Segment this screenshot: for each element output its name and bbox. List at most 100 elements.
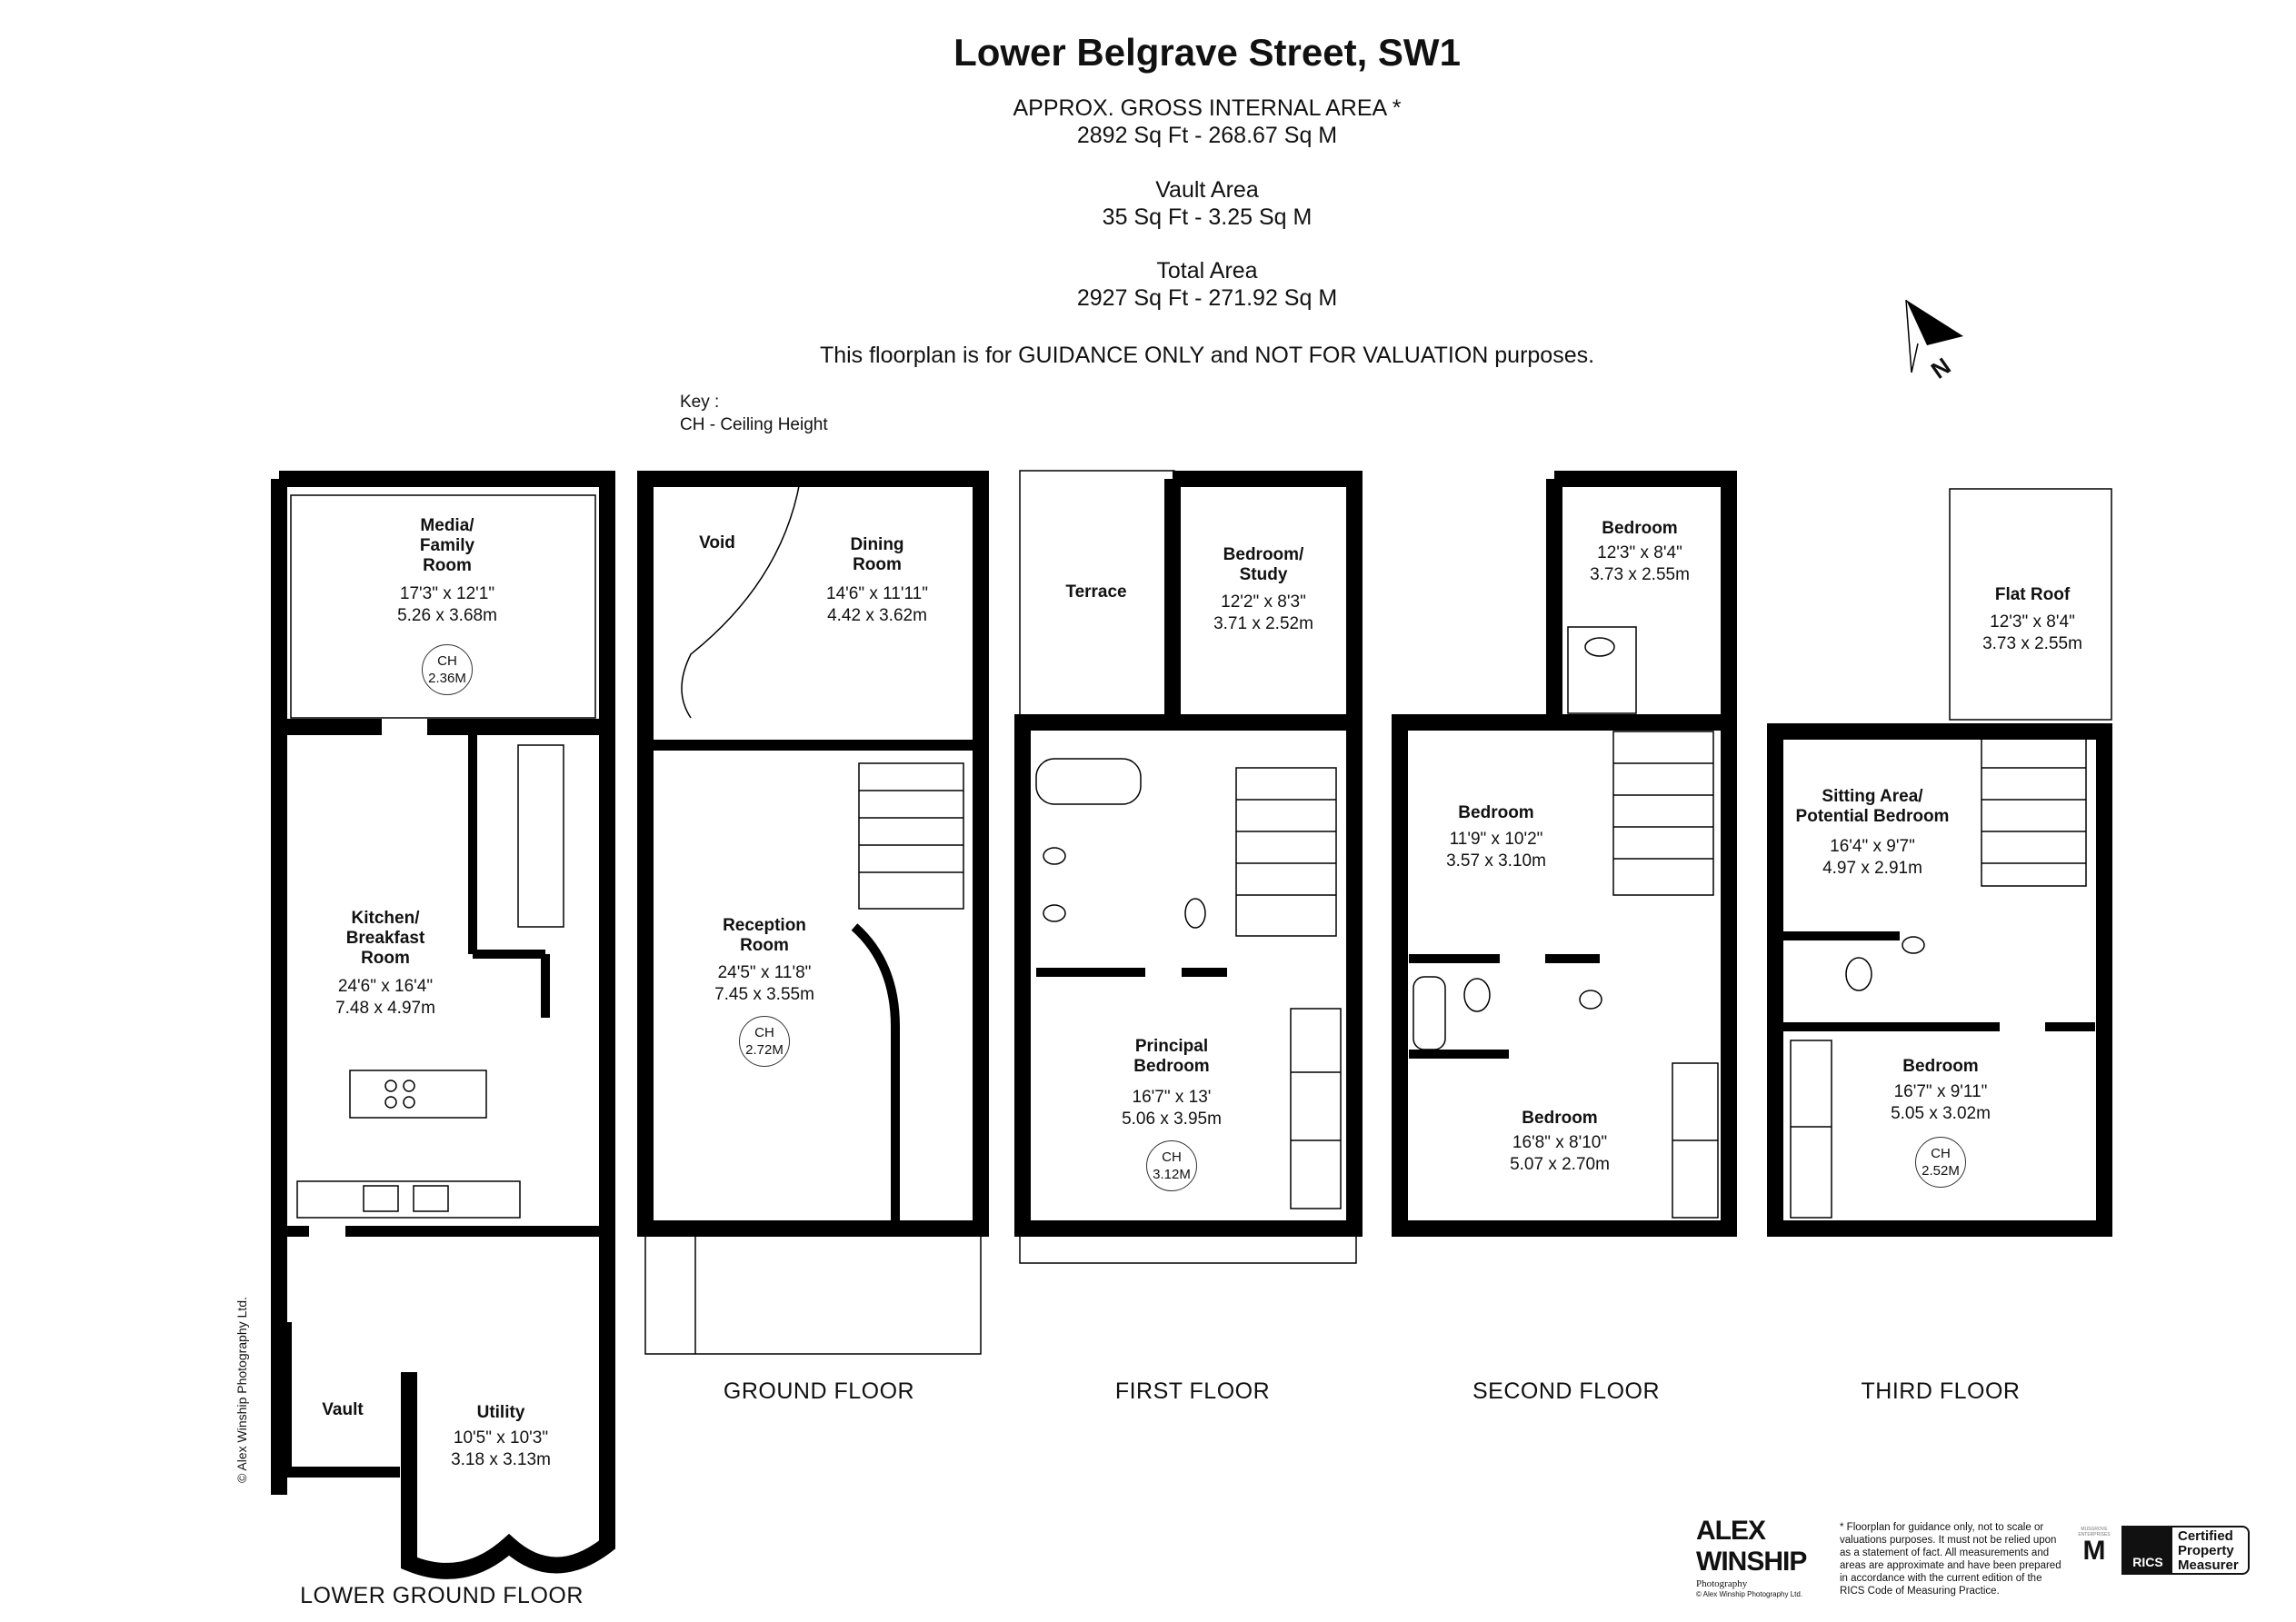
dim-imperial: 24'6" x 16'4" bbox=[337, 977, 434, 996]
key-legend: Key : CH - Ceiling Height bbox=[680, 391, 828, 436]
dim-imperial: 24'5" x 11'8" bbox=[717, 963, 812, 982]
room-name: Study bbox=[1239, 565, 1288, 584]
room-void: Void bbox=[699, 533, 735, 552]
lower-ground-walls bbox=[271, 471, 615, 1579]
room-name: Bedroom bbox=[1133, 1057, 1210, 1076]
ch-value: 3.12M bbox=[1153, 1167, 1191, 1182]
room-dims: 12'2" x 8'3" 3.71 x 2.52m bbox=[1213, 592, 1313, 635]
room-terrace: Terrace bbox=[1065, 582, 1127, 602]
guidance-note: This floorplan is for GUIDANCE ONLY and … bbox=[819, 343, 1595, 368]
alex-winship-logo: ALEX WINSHIP Photography © Alex Winship … bbox=[1696, 1516, 1807, 1599]
key-title: Key : bbox=[680, 393, 720, 412]
room-name: Principal bbox=[1134, 1037, 1209, 1056]
room-dims: 16'7" x 9'11" 5.05 x 3.02m bbox=[1891, 1081, 1991, 1125]
room-dims: 11'9" x 10'2" 3.57 x 3.10m bbox=[1446, 829, 1546, 872]
room-utility: Utility bbox=[476, 1403, 525, 1422]
third-fixtures bbox=[1790, 488, 2112, 1219]
north-arrow-icon bbox=[1905, 299, 1963, 373]
room-bedroom-third: Bedroom bbox=[1902, 1057, 1979, 1076]
dim-imperial: 16'7" x 9'11" bbox=[1893, 1082, 1988, 1101]
room-name: Sitting Area/ bbox=[1822, 787, 1923, 806]
vault-label: Vault Area bbox=[1155, 177, 1259, 203]
dim-metric: 5.07 x 2.70m bbox=[1510, 1155, 1610, 1174]
rics-text: Certified Property Measurer bbox=[2172, 1527, 2248, 1573]
ch-label: CH bbox=[1162, 1149, 1182, 1165]
rics-line: Measurer bbox=[2178, 1557, 2239, 1573]
first-fixtures bbox=[1019, 470, 1357, 1264]
room-dims: 16'7" x 13' 5.06 x 3.95m bbox=[1122, 1087, 1222, 1130]
room-dims: 24'5" x 11'8" 7.45 x 3.55m bbox=[714, 962, 814, 1006]
room-bedroom-middle: Bedroom bbox=[1458, 803, 1534, 822]
rics-logo: RICS bbox=[2123, 1527, 2172, 1573]
room-name: Dining bbox=[850, 535, 904, 554]
floor-label-second: SECOND FLOOR bbox=[1472, 1378, 1661, 1404]
room-bedroom-study: Bedroom/ Study bbox=[1223, 545, 1304, 585]
logo-sub: Photography bbox=[1696, 1578, 1748, 1589]
gia-label: APPROX. GROSS INTERNAL AREA * bbox=[1013, 95, 1402, 121]
room-kitchen: Kitchen/ Breakfast Room bbox=[346, 909, 425, 969]
room-vault: Vault bbox=[322, 1400, 364, 1419]
second-walls bbox=[1392, 471, 1737, 1237]
room-name: Room bbox=[853, 555, 902, 574]
dim-metric: 4.97 x 2.91m bbox=[1822, 859, 1922, 878]
dim-imperial: 11'9" x 10'2" bbox=[1449, 830, 1543, 849]
ch-label: CH bbox=[754, 1025, 774, 1040]
dim-metric: 3.18 x 3.13m bbox=[451, 1450, 551, 1469]
dim-imperial: 10'5" x 10'3" bbox=[453, 1428, 549, 1448]
floor-label-lower-ground: LOWER GROUND FLOOR bbox=[300, 1583, 584, 1608]
ch-value: 2.36M bbox=[428, 671, 466, 686]
ceiling-height-badge: CH 2.52M bbox=[1915, 1137, 1966, 1188]
dim-imperial: 14'6" x 11'11" bbox=[826, 584, 928, 603]
musgrove-logo: MUSGROVE ENTERPRISES M bbox=[2076, 1527, 2112, 1565]
room-name: Potential Bedroom bbox=[1795, 807, 1950, 826]
room-media-family: Media/ Family Room bbox=[420, 516, 474, 576]
key-item: CH - Ceiling Height bbox=[680, 415, 828, 434]
room-dims: 10'5" x 10'3" 3.18 x 3.13m bbox=[451, 1428, 551, 1471]
room-dims: 12'3" x 8'4" 3.73 x 2.55m bbox=[1590, 542, 1690, 586]
ch-label: CH bbox=[437, 653, 457, 669]
room-dims: 16'8" x 8'10" 5.07 x 2.70m bbox=[1510, 1132, 1610, 1176]
room-dims: 17'3" x 12'1" 5.26 x 3.68m bbox=[397, 583, 497, 627]
dim-metric: 7.48 x 4.97m bbox=[335, 999, 435, 1018]
gia-area: APPROX. GROSS INTERNAL AREA * 2892 Sq Ft… bbox=[1013, 95, 1402, 149]
dim-imperial: 16'4" x 9'7" bbox=[1830, 837, 1915, 856]
room-name: Reception bbox=[723, 916, 806, 935]
lower-ground-fixtures bbox=[290, 494, 596, 1219]
ceiling-height-badge: CH 2.72M bbox=[739, 1016, 790, 1067]
room-dims: 16'4" x 9'7" 4.97 x 2.91m bbox=[1822, 836, 1922, 880]
rics-line: Certified bbox=[2178, 1528, 2233, 1544]
page-title: Lower Belgrave Street, SW1 bbox=[953, 31, 1461, 74]
logo-line: WINSHIP bbox=[1696, 1547, 1807, 1577]
ch-value: 2.72M bbox=[745, 1042, 784, 1058]
ground-walls bbox=[637, 471, 989, 1237]
mm-mark: M bbox=[2082, 1536, 2106, 1566]
dim-metric: 3.71 x 2.52m bbox=[1213, 614, 1313, 633]
floor-label-third: THIRD FLOOR bbox=[1861, 1378, 2021, 1404]
copyright-vertical: © Alex Winship Photography Ltd. bbox=[235, 1297, 249, 1483]
room-name: Bedroom/ bbox=[1223, 545, 1304, 564]
dim-metric: 5.05 x 3.02m bbox=[1891, 1104, 1991, 1123]
rics-badge: RICS Certified Property Measurer bbox=[2121, 1526, 2250, 1575]
room-name: Room bbox=[423, 556, 472, 575]
dim-imperial: 16'7" x 13' bbox=[1132, 1088, 1212, 1107]
floor-label-ground: GROUND FLOOR bbox=[723, 1378, 915, 1404]
room-name: Room bbox=[361, 949, 410, 968]
room-bedroom-top: Bedroom bbox=[1602, 519, 1678, 538]
dim-metric: 5.06 x 3.95m bbox=[1122, 1110, 1222, 1129]
dim-imperial: 12'2" x 8'3" bbox=[1221, 592, 1306, 612]
room-name: Family bbox=[419, 536, 475, 555]
logo-copyright: © Alex Winship Photography Ltd. bbox=[1696, 1590, 1803, 1598]
dim-imperial: 12'3" x 8'4" bbox=[1990, 612, 2075, 632]
gia-value: 2892 Sq Ft - 268.67 Sq M bbox=[1076, 123, 1338, 148]
ceiling-height-badge: CH 3.12M bbox=[1146, 1140, 1197, 1191]
room-bedroom-rear: Bedroom bbox=[1522, 1109, 1598, 1128]
total-area: Total Area 2927 Sq Ft - 271.92 Sq M bbox=[1077, 257, 1337, 312]
room-name: Breakfast bbox=[345, 929, 425, 948]
room-dims: 12'3" x 8'4" 3.73 x 2.55m bbox=[1982, 612, 2082, 655]
dim-imperial: 17'3" x 12'1" bbox=[399, 584, 495, 603]
room-name: Kitchen/ bbox=[351, 909, 420, 928]
rics-line: Property bbox=[2178, 1543, 2234, 1558]
room-principal-bedroom: Principal Bedroom bbox=[1133, 1037, 1209, 1077]
floor-label-first: FIRST FLOOR bbox=[1114, 1378, 1271, 1404]
